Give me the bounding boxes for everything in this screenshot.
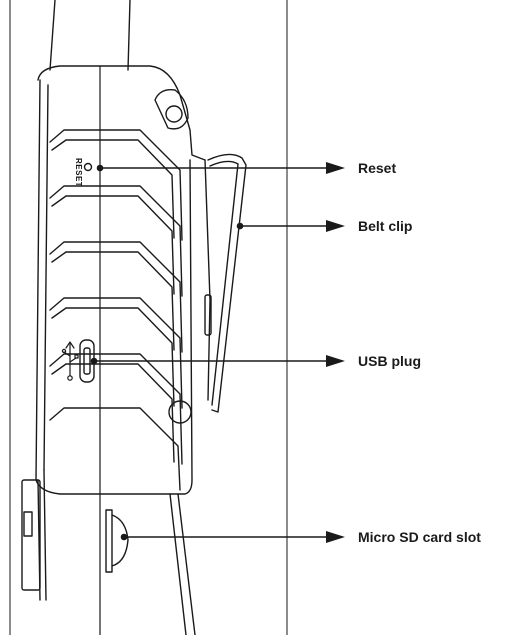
micro-sd-leader xyxy=(120,531,345,543)
usb-plug-label: USB plug xyxy=(358,353,421,369)
usb-icon xyxy=(61,341,79,381)
belt-clip xyxy=(204,153,247,413)
reset-hole xyxy=(83,162,93,172)
belt-clip-label: Belt clip xyxy=(358,218,412,234)
reset-arrowhead xyxy=(326,162,345,174)
device-housing xyxy=(35,65,206,635)
micro-sd-label: Micro SD card slot xyxy=(358,529,481,545)
lower-left-side-features xyxy=(21,479,41,591)
frame-lines xyxy=(9,0,288,635)
callout-leaders xyxy=(90,162,345,543)
side-button xyxy=(168,400,192,424)
micro-sd-arrowhead xyxy=(326,531,345,543)
belt-clip-arrowhead xyxy=(326,220,345,232)
antenna xyxy=(49,0,131,71)
belt-clip-leader xyxy=(236,220,345,232)
grip-ridges xyxy=(49,129,183,491)
reset-leader xyxy=(96,162,345,174)
usb-leader xyxy=(90,355,345,367)
reset-label: Reset xyxy=(358,160,396,176)
micro-sd-slot xyxy=(105,509,129,573)
usb-arrowhead xyxy=(326,355,345,367)
reset-marking: RESET xyxy=(74,158,83,187)
